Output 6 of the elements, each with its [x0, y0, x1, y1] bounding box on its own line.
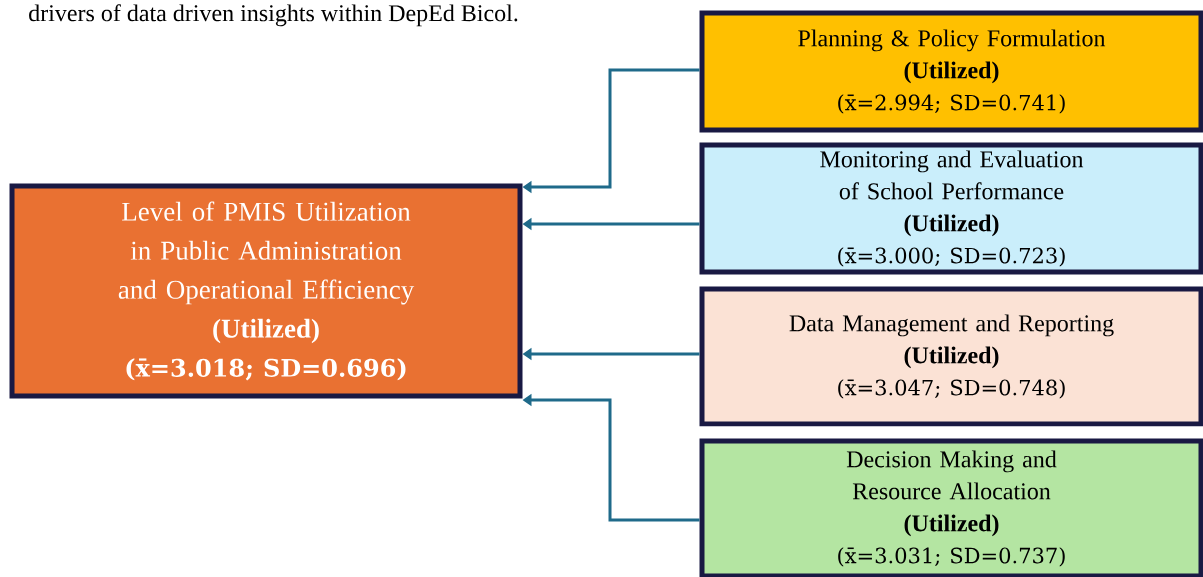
caption-text: drivers of data driven insights within DepEd Bicol. — [29, 4, 518, 27]
factor-box: Decision Making and Resource Allocation (Utilized) (x̄=3.031; SD=0.737) — [699, 438, 1203, 577]
main-box: Level of PMIS Utilization in Public Administration and Operational Efficiency (Utilized) (x̄=3.018; SD=0.696) — [9, 183, 523, 399]
factor-box: Data Management and Reporting (Utilized) (x̄=3.047; SD=0.748) — [699, 286, 1203, 427]
factor-box: Monitoring and Evaluation of School Performance (Utilized) (x̄=3.000; SD=0.723) — [699, 142, 1203, 275]
factor-box: Planning & Policy Formulation (Utilized) (x̄=2.994; SD=0.741) — [699, 10, 1203, 133]
